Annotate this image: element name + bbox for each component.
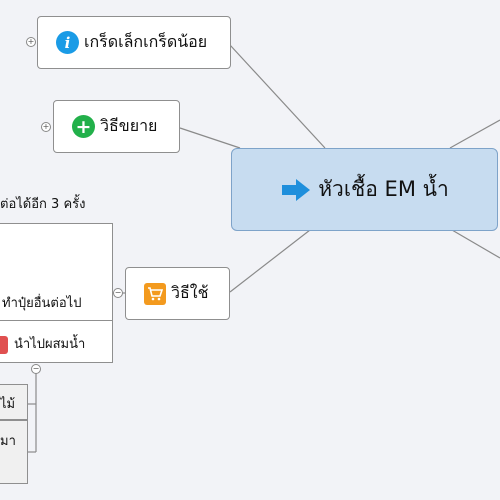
right-arrow-icon (282, 178, 311, 201)
plus-icon: + (72, 115, 95, 138)
gray-node-2[interactable]: มา (0, 420, 28, 484)
topic-expand[interactable]: + วิธีขยาย (53, 100, 180, 153)
gray-node-1[interactable]: ไม้ (0, 384, 28, 420)
use-detail-text3: นำไปผสมน้ำ (0, 333, 85, 354)
use-detail-text2: ทำปุ๋ยอื่นต่อไป (2, 296, 82, 311)
use-detail-box (0, 223, 113, 363)
expand-toggle-grade[interactable]: + (26, 37, 36, 47)
use-detail-text1: ต่อได้อีก 3 ครั้ง (0, 197, 86, 212)
topic-grade-label: เกร็ดเล็กเกร็ดน้อย (84, 32, 208, 51)
topic-expand-label: วิธีขยาย (100, 116, 158, 135)
gray-node-2-label: มา (0, 434, 16, 449)
central-topic[interactable]: หัวเชื้อ EM น้ำ (231, 148, 498, 231)
topic-use-label: วิธีใช้ (171, 283, 209, 302)
info-icon: i (56, 31, 79, 54)
cart-icon (144, 282, 166, 305)
expand-toggle-expand[interactable]: + (41, 122, 51, 132)
use-detail-text3-label: นำไปผสมน้ำ (14, 337, 86, 352)
collapse-toggle-use[interactable]: − (113, 288, 123, 298)
collapse-toggle-sub[interactable]: − (31, 364, 41, 374)
central-topic-label: หัวเชื้อ EM น้ำ (318, 177, 449, 201)
flag-icon (0, 335, 8, 354)
divider (0, 320, 113, 321)
gray-node-1-label: ไม้ (0, 397, 16, 412)
topic-grade[interactable]: i เกร็ดเล็กเกร็ดน้อย (37, 16, 231, 69)
topic-use[interactable]: วิธีใช้ (125, 267, 230, 320)
